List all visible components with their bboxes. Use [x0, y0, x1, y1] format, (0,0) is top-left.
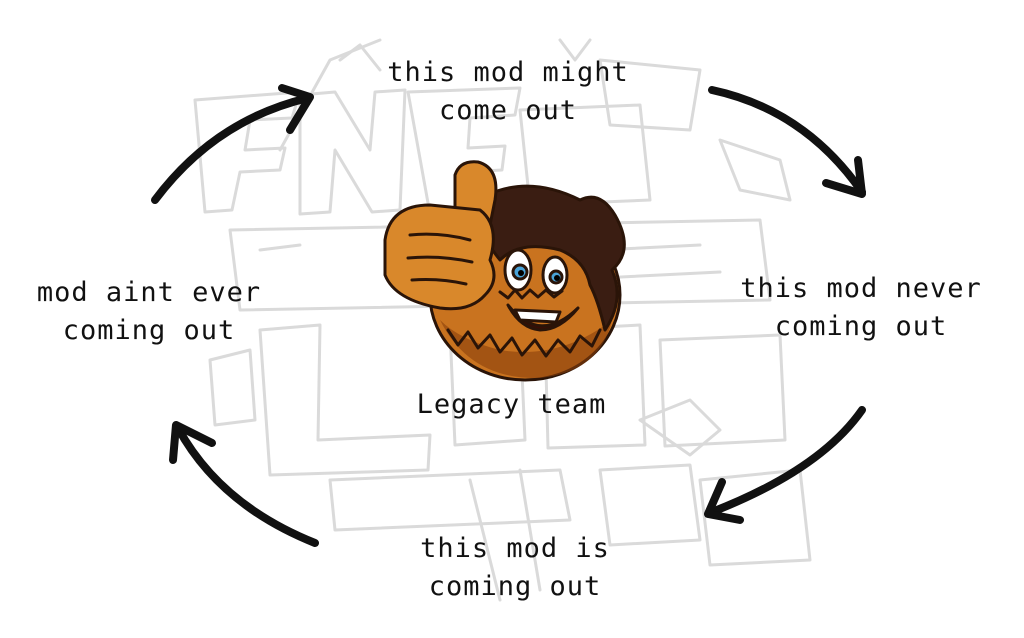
center-caption: Legacy team	[416, 389, 607, 420]
cycle-step-left-line2: coming out	[62, 315, 236, 346]
arrow-right-to-bottom-head	[704, 478, 744, 524]
cycle-step-right-line1: this mod never	[740, 273, 982, 304]
cycle-step-top-line1: this mod might	[387, 57, 629, 88]
arrow-left-to-top	[151, 94, 312, 204]
cycle-step-right-line2: coming out	[774, 311, 948, 342]
cycle-step-top: this mod might come out	[368, 54, 648, 130]
cycle-step-top-line2: come out	[438, 95, 578, 126]
arrow-top-to-right	[708, 86, 866, 196]
arrow-bottom-to-left-head	[169, 421, 216, 464]
arrow-right-to-bottom	[708, 406, 866, 516]
arrow-top-to-right-head	[822, 156, 866, 198]
cycle-step-bottom-line2: coming out	[428, 571, 602, 602]
cycle-step-bottom-line1: this mod is	[420, 533, 610, 564]
arrow-left-to-top-head	[278, 84, 314, 134]
cycle-step-right: this mod never coming out	[716, 270, 1006, 346]
arrow-bottom-to-left	[174, 424, 319, 547]
cycle-step-bottom: this mod is coming out	[385, 530, 645, 606]
cycle-step-left: mod aint ever coming out	[14, 274, 284, 350]
cycle-step-left-line1: mod aint ever	[36, 277, 262, 308]
